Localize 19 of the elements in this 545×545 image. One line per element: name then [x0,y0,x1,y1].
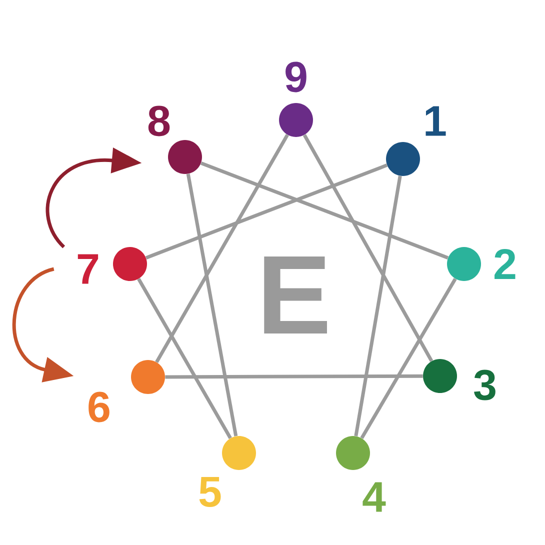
number-label: 3 [474,370,496,400]
number-label: 4 [362,482,386,512]
connector-line [165,374,423,379]
number-label: 9 [286,62,306,92]
number-label: 1 [426,106,446,136]
number-label: 7 [78,254,98,284]
connector-line [137,278,232,439]
number-label: 2 [494,248,516,280]
connector-line [155,134,289,363]
center-letter: E [264,256,327,334]
connector-line [145,164,388,260]
connector-line [360,278,457,440]
connector-line [200,162,449,260]
connector-line [354,176,402,436]
connector-line [186,174,238,436]
number-label: 6 [88,392,110,422]
number-label: 8 [148,106,170,136]
connector-line [302,134,434,362]
number-label: 5 [199,477,221,507]
